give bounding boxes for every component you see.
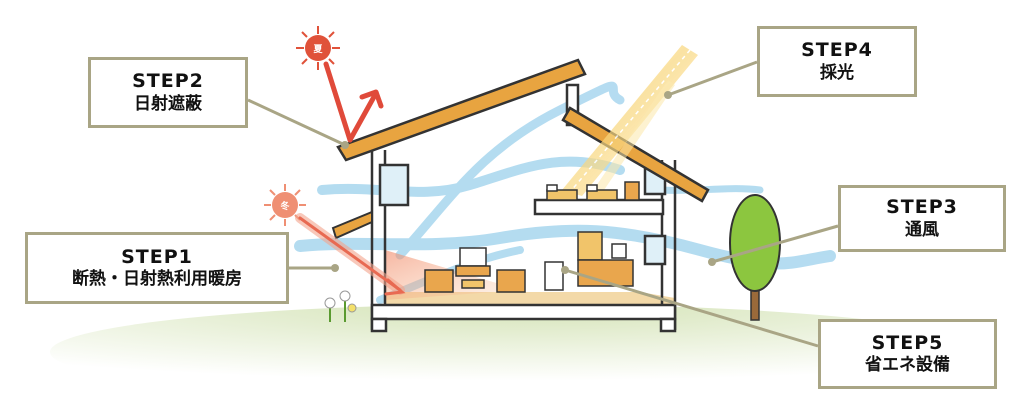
- summer-sun-icon: 夏: [296, 26, 340, 70]
- step5-description: 省エネ設備: [865, 355, 950, 376]
- bedroom-furniture: [546, 181, 640, 201]
- roof-right: [561, 106, 710, 203]
- leader-lines: [247, 60, 839, 348]
- label-step4-daylighting: STEP4 採光: [757, 26, 917, 97]
- label-step1-insulation-solar-heating: STEP1 断熱・日射熱利用暖房: [25, 232, 289, 304]
- label-step3-ventilation: STEP3 通風: [838, 185, 1006, 252]
- lower-eave: [331, 210, 373, 240]
- daylight-beams: [562, 45, 698, 196]
- step5-title: STEP5: [871, 331, 944, 354]
- label-step2-solar-shading: STEP2 日射遮蔽: [88, 57, 248, 128]
- step2-description: 日射遮蔽: [134, 93, 202, 114]
- step1-description: 断熱・日射熱利用暖房: [72, 269, 242, 290]
- step4-title: STEP4: [801, 39, 873, 61]
- step3-title: STEP3: [886, 196, 958, 218]
- flowers-icon: [324, 290, 357, 322]
- living-room-furniture: [424, 247, 526, 293]
- winter-rays: [295, 213, 406, 296]
- roof: [336, 58, 587, 162]
- tree-icon: [729, 194, 781, 321]
- step1-title: STEP1: [121, 245, 193, 268]
- kitchen-furniture: [544, 231, 634, 291]
- leader-dots: [331, 91, 716, 274]
- step3-description: 通風: [905, 219, 939, 240]
- step2-title: STEP2: [132, 70, 204, 92]
- winter-sun-label: 冬: [280, 200, 290, 212]
- label-step5-energy-saving-equipment: STEP5 省エネ設備: [818, 319, 997, 389]
- summer-ray-arrow: [323, 61, 384, 143]
- summer-sun-label: 夏: [312, 44, 323, 55]
- floor-area: [385, 292, 675, 305]
- winter-sun-icon: 冬: [264, 184, 306, 226]
- step4-description: 採光: [820, 62, 854, 83]
